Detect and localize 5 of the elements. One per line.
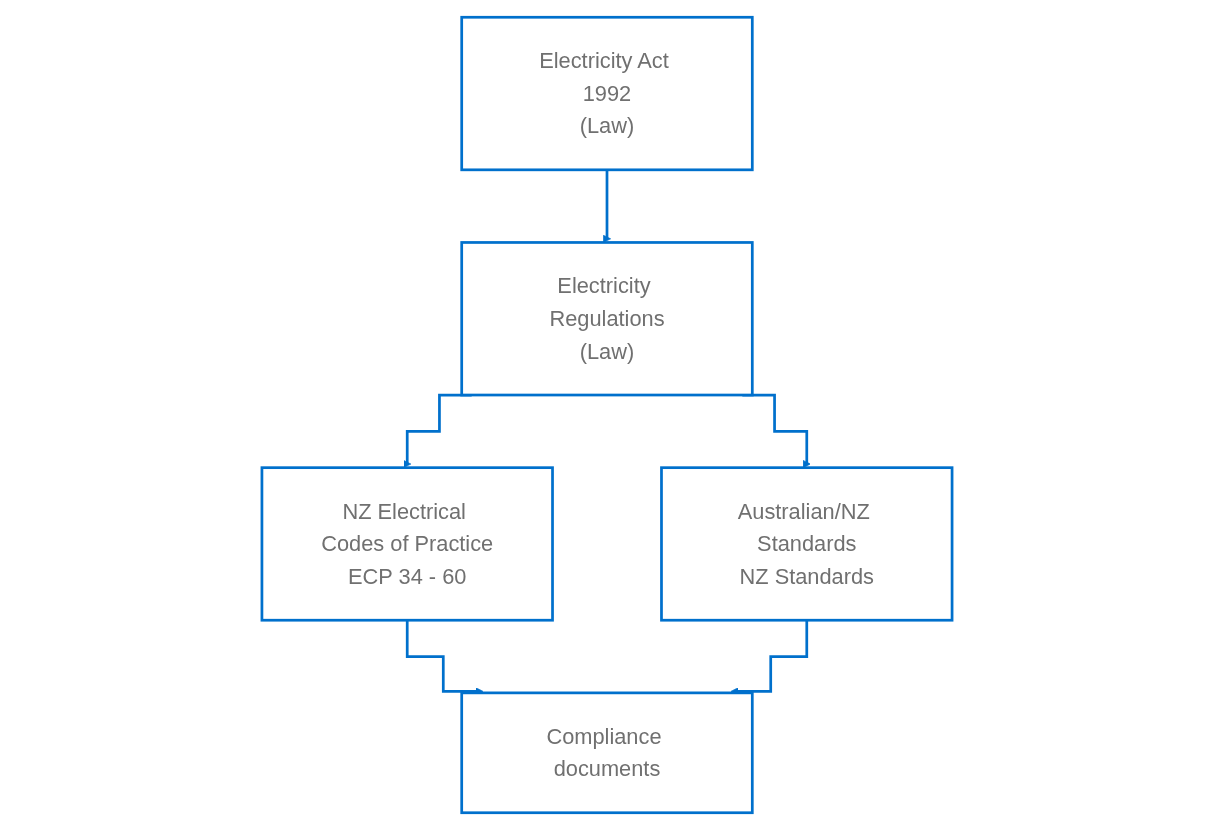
node-box: Electricity Regulations (Law): [460, 241, 754, 397]
node-box: Compliance documents: [460, 691, 754, 815]
node-box: Electricity Act 1992 (Law): [460, 15, 754, 172]
node-box: NZ Electrical Codes of Practice ECP 34 - 60: [260, 466, 554, 622]
node-box: Australian/NZ Standards NZ Standards: [660, 466, 954, 622]
